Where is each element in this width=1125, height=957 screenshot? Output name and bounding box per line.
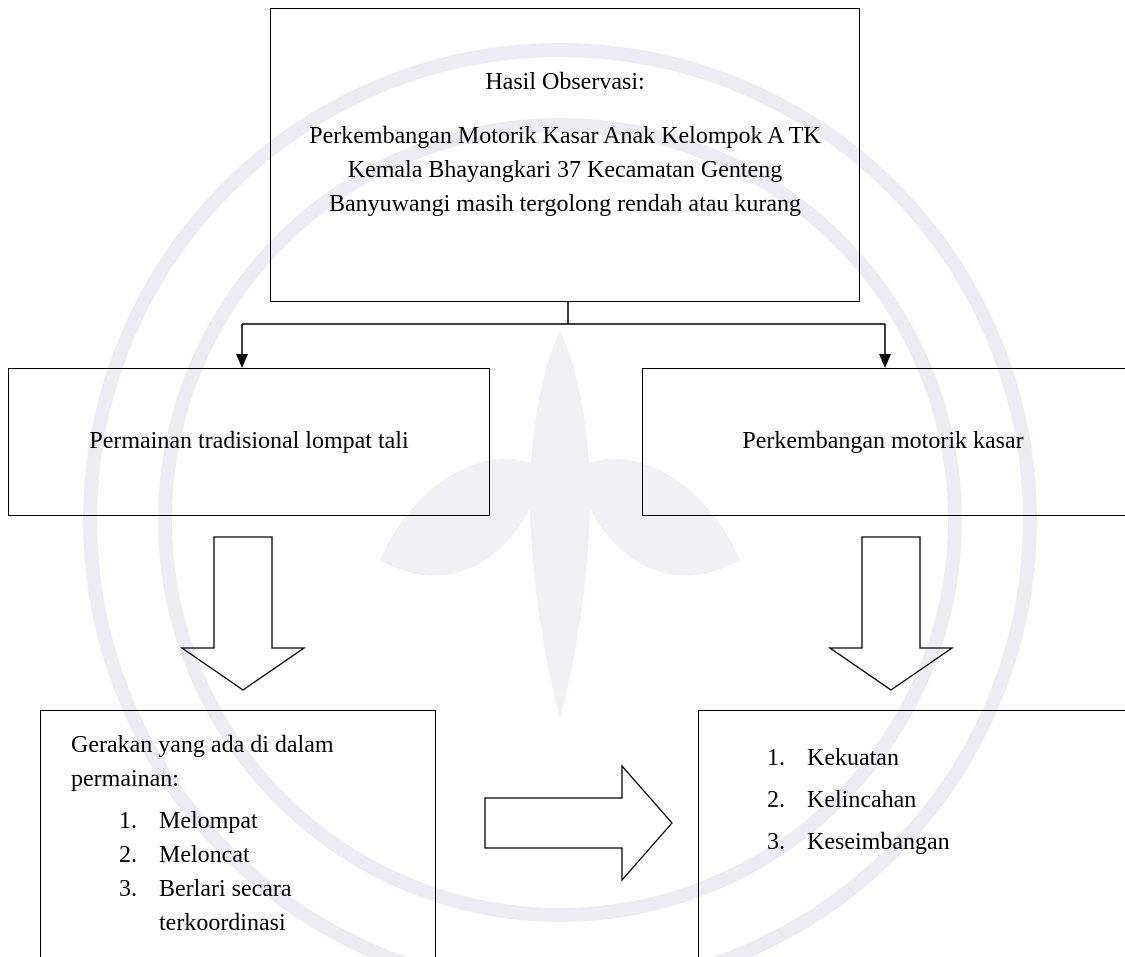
observation-box: Hasil Observasi: Perkembangan Motorik Ka… xyxy=(270,8,860,302)
list-text: Berlari secara terkoordinasi xyxy=(159,876,292,936)
list-text: Melompat xyxy=(159,808,258,834)
movements-intro: Gerakan yang ada di dalam permainan: xyxy=(71,732,334,792)
list-number: 3. xyxy=(767,829,785,855)
list-item: 2. Meloncat xyxy=(119,838,419,872)
hollow-down-arrow-icon xyxy=(827,536,955,691)
hollow-right-arrow-icon xyxy=(484,764,673,882)
observation-heading: Hasil Observasi: xyxy=(485,69,645,95)
list-number: 1. xyxy=(119,808,137,834)
list-number: 3. xyxy=(119,876,137,902)
motor-development-label: Perkembangan motorik kasar xyxy=(742,428,1024,454)
list-item: 1. Kekuatan xyxy=(767,741,1107,775)
list-item: 1. Melompat xyxy=(119,804,419,838)
movements-box: Gerakan yang ada di dalam permainan: 1. … xyxy=(40,710,436,957)
list-number: 2. xyxy=(119,842,137,868)
arrowhead-icon xyxy=(236,354,248,368)
list-item: 3. Keseimbangan xyxy=(767,825,1107,859)
list-item: 3. Berlari secara terkoordinasi xyxy=(119,872,369,940)
list-item: 2. Kelincahan xyxy=(767,783,1107,817)
hollow-down-arrow-icon xyxy=(179,536,307,691)
components-list: 1. Kekuatan 2. Kelincahan 3. Keseimbanga… xyxy=(767,741,1107,867)
list-text: Kelincahan xyxy=(807,787,917,813)
motor-development-box: Perkembangan motorik kasar xyxy=(642,368,1125,516)
arrowhead-icon xyxy=(879,354,891,368)
list-text: Meloncat xyxy=(159,842,250,868)
list-number: 2. xyxy=(767,787,785,813)
traditional-game-box: Permainan tradisional lompat tali xyxy=(8,368,490,516)
traditional-game-label: Permainan tradisional lompat tali xyxy=(89,428,409,454)
motor-components-box: 1. Kekuatan 2. Kelincahan 3. Keseimbanga… xyxy=(698,710,1125,957)
movements-list: 1. Melompat 2. Meloncat 3. Berlari secar… xyxy=(119,804,419,940)
observation-body: Perkembangan Motorik Kasar Anak Kelompok… xyxy=(309,123,821,217)
list-text: Keseimbangan xyxy=(807,829,950,855)
list-text: Kekuatan xyxy=(807,745,899,771)
list-number: 1. xyxy=(767,745,785,771)
